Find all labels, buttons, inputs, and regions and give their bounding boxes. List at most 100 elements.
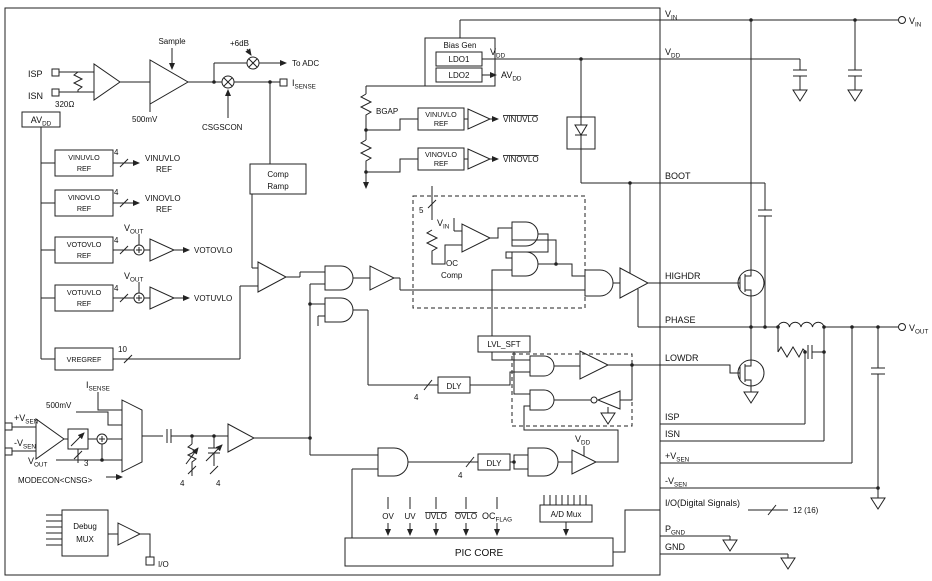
dcr-sense-resistor <box>777 346 807 359</box>
votuvlo-comparator <box>149 286 176 310</box>
debug-mux-l1: Debug <box>73 522 97 531</box>
nvsen-label: -VSEN <box>14 438 36 451</box>
ground-symbol <box>847 89 863 102</box>
lvl-sft-box <box>477 335 531 353</box>
vinovlo-ref-out-l1: VINOVLO <box>145 194 181 203</box>
oc-dashed-box <box>412 195 586 309</box>
bus-width-4: 4 <box>114 236 119 245</box>
isp-label: ISP <box>28 69 43 79</box>
pin-lowdr: LOWDR <box>665 353 699 363</box>
pin-boot: BOOT <box>665 171 691 181</box>
debug-mux-box <box>61 509 109 557</box>
pin-pgnd: PGND <box>665 524 685 537</box>
pin-isp: ISP <box>665 412 680 422</box>
current-sense-section: ISP ISN 320Ω Sample 500mV +6dB To ADC IS… <box>28 37 319 132</box>
vdd-rail-label: VDD <box>490 47 506 60</box>
pin-io: I/O(Digital Signals) <box>665 498 740 508</box>
pin-highdr: HIGHDR <box>665 271 701 281</box>
io-pad <box>145 556 155 566</box>
sense-resistor-value: 320Ω <box>55 100 74 109</box>
oc-section: 5 VIN OC Comp <box>412 186 586 309</box>
to-adc-label: To ADC <box>292 59 319 68</box>
gain-6db-label: +6dB <box>230 39 249 48</box>
ea-vout-label: VOUT <box>28 456 47 469</box>
bootstrap-diode <box>574 124 588 136</box>
pin-vin: VIN <box>665 9 678 22</box>
lowdr-and-gate-1 <box>529 355 555 377</box>
votovlo-comparator <box>149 238 176 262</box>
pwm-comparator <box>257 261 288 293</box>
vinovlo-ref-box-l2: REF <box>77 204 92 213</box>
sense-preamp <box>93 63 121 101</box>
votovlo-ref-box-l2: REF <box>77 251 92 260</box>
vinuvlo-ref-out-l1: VINUVLO <box>145 154 180 163</box>
drive-chain-section: DLY 4 VDD <box>310 405 619 538</box>
vinovlo-ref2-l1: VINOVLO <box>425 150 457 159</box>
bgap-resistor-2 <box>359 139 373 166</box>
io-bus-width: 12 (16) <box>793 506 819 515</box>
sample-label: Sample <box>158 37 186 46</box>
dly1-label: DLY <box>447 382 463 391</box>
debug-mux-l2: MUX <box>76 535 94 544</box>
pwm-and-gate-2 <box>324 297 354 323</box>
pwm-and-gate-1 <box>324 265 354 291</box>
debug-section: Debug MUX I/O <box>46 509 169 569</box>
votuvlo-ref-box-l1: VOTUVLO <box>67 288 102 297</box>
bus-width-3: 3 <box>84 459 89 468</box>
nvsen-pad <box>4 447 13 456</box>
input-mux <box>121 399 143 473</box>
io-pad-label: I/O <box>158 560 169 569</box>
pvsen-label: +VSEN <box>14 413 39 426</box>
pic-section: PIC CORE OV UV UVLO OVLO OCFLAG A/D Mux <box>344 495 614 567</box>
comp-ramp-box <box>249 163 307 195</box>
inverter-bubble <box>590 396 598 404</box>
pin-row: VIN VDD BOOT HIGHDR PHASE LOWDR ISP ISN … <box>459 9 740 553</box>
vinuvlo-flag-label: VINUVLO <box>503 115 538 124</box>
ground-symbol <box>743 391 759 404</box>
external-network: VIN VOUT <box>660 16 928 570</box>
pin-gnd: GND <box>665 542 686 552</box>
error-amp-section: ISENSE 500mV +VSEN -VSEN 3 VOUT MODECON<… <box>4 380 310 488</box>
vinuvlo-ref-out-l2: REF <box>156 165 172 174</box>
oc-comp-l2: Comp <box>441 271 463 280</box>
vin-terminal <box>898 16 906 24</box>
ground-symbol <box>600 412 616 425</box>
sense-resistor <box>72 71 84 92</box>
buffer-vdd-label: VDD <box>575 434 591 447</box>
oc-sense-resistor <box>425 229 439 256</box>
vregref-label: VREGREF <box>67 355 102 364</box>
ground-symbol <box>722 539 738 552</box>
output-inductor <box>777 321 825 328</box>
bias-gen-label: Bias Gen <box>444 41 477 50</box>
vout-label: VOUT <box>124 223 143 236</box>
avdd-rail-label: AVDD <box>501 70 522 83</box>
bgap-label: BGAP <box>376 107 398 116</box>
dly2-label: DLY <box>487 459 503 468</box>
vinuvlo-ref2-l2: REF <box>434 119 449 128</box>
latch-gate-b <box>511 251 539 277</box>
lvl-sft-label: LVL_SFT <box>487 340 520 349</box>
ground-symbol <box>792 89 808 102</box>
bus-width-4: 4 <box>114 148 119 157</box>
uv-flag-label: UV <box>404 512 416 521</box>
highdr-and-gate <box>584 269 614 297</box>
ground-symbol <box>870 497 886 510</box>
lowdr-section: LVL_SFT DLY 4 <box>368 269 660 427</box>
error-amplifier <box>227 423 256 453</box>
latch-gate-a <box>511 221 539 247</box>
votovlo-out-label: VOTOVLO <box>194 246 233 255</box>
bus-width-4: 4 <box>114 284 119 293</box>
vinuvlo-ref2-l1: VINUVLO <box>425 110 457 119</box>
vout-terminal <box>898 323 906 331</box>
lowdr-and-gate-2 <box>529 389 555 411</box>
bus-width-10: 10 <box>118 345 127 354</box>
reference-section: AVDD VINUVLO REF 4 VINUVLO REF VINOVLO R… <box>21 111 258 371</box>
ocflag-label: OCFLAG <box>482 511 512 524</box>
bus-width-4: 4 <box>414 393 419 402</box>
avdd-label: AVDD <box>31 115 52 128</box>
sample-amp <box>149 59 189 105</box>
chain-and-gate-2 <box>527 447 559 477</box>
pin-isn: ISN <box>665 429 680 439</box>
